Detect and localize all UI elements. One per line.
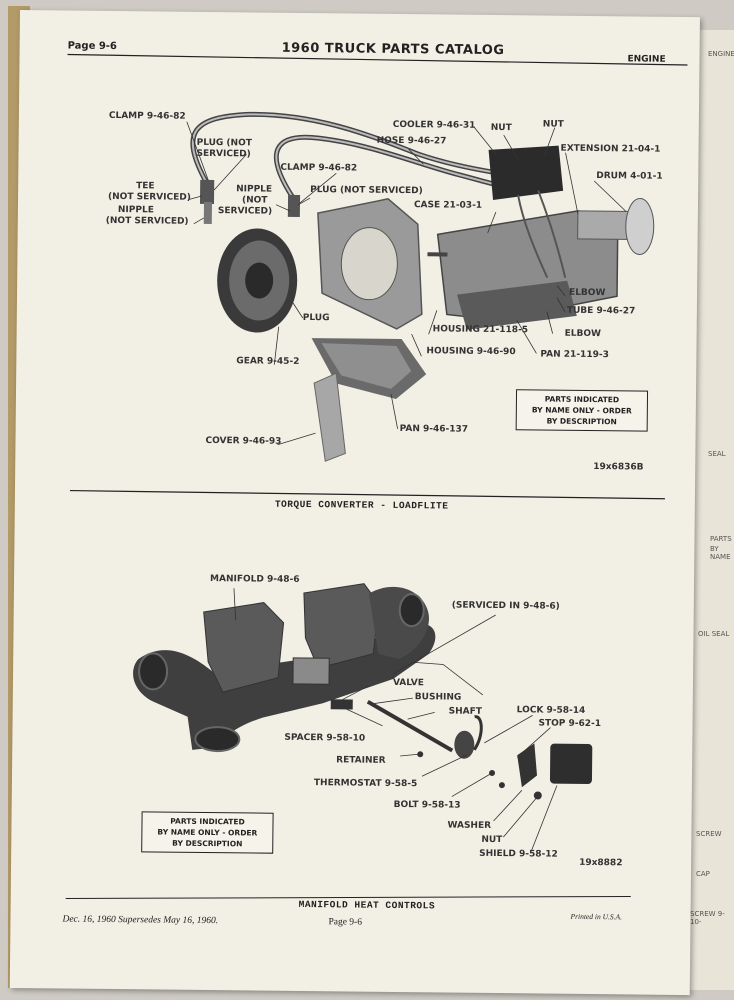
label-plug: PLUG bbox=[302, 312, 330, 324]
next-page-fragment: ENGINE bbox=[708, 50, 734, 58]
note-line: BY DESCRIPTION bbox=[172, 838, 243, 849]
label-housing: HOUSING 21-118-5 bbox=[432, 324, 529, 336]
label-clamp: CLAMP 9-46-82 bbox=[108, 110, 186, 122]
next-page-fragment: SCREW bbox=[696, 830, 722, 838]
figure-caption: MANIFOLD HEAT CONTROLS bbox=[298, 898, 436, 912]
label-plug-not-serviced: SERVICED) bbox=[196, 148, 251, 160]
label-gear: GEAR 9-45-2 bbox=[236, 356, 300, 367]
label-thermostat: THERMOSTAT 9-58-5 bbox=[313, 778, 418, 790]
next-page-fragment: OIL SEAL bbox=[698, 630, 730, 638]
label-extension: EXTENSION 21-04-1 bbox=[560, 143, 661, 155]
label-shaft: SHAFT bbox=[448, 706, 483, 717]
label-nipple: NIPPLE bbox=[236, 184, 273, 195]
label-lock: LOCK 9-58-14 bbox=[516, 705, 586, 716]
footer-date: Dec. 16, 1960 Supersedes May 16, 1960. bbox=[62, 914, 219, 927]
label-tee: (NOT SERVICED) bbox=[107, 191, 191, 203]
figure-number: 19x6836B bbox=[593, 462, 644, 473]
label-valve: VALVE bbox=[392, 677, 424, 689]
label-nut: NUT bbox=[542, 119, 564, 130]
label-shield: SHIELD 9-58-12 bbox=[479, 848, 558, 860]
label-bushing: BUSHING bbox=[414, 692, 462, 703]
label-plug-not-serviced: PLUG (NOT bbox=[196, 137, 252, 149]
label-tee: TEE bbox=[136, 181, 155, 192]
label-clamp: CLAMP 9-46-82 bbox=[280, 162, 358, 174]
label-bolt: BOLT 9-58-13 bbox=[393, 799, 461, 811]
label-pan: PAN 9-46-137 bbox=[399, 423, 469, 435]
label-drum: DRUM 4-01-1 bbox=[596, 171, 663, 182]
note-line: BY NAME ONLY - ORDER bbox=[531, 405, 632, 416]
label-nipple: NIPPLE bbox=[117, 205, 154, 216]
label-pan: PAN 21-119-3 bbox=[540, 349, 609, 361]
parts-note-box: PARTS INDICATED BY NAME ONLY - ORDER BY … bbox=[141, 811, 274, 854]
label-tube: TUBE 9-46-27 bbox=[566, 305, 636, 317]
label-housing: HOUSING 9-46-90 bbox=[426, 346, 516, 358]
label-serviced-in: (SERVICED IN 9-48-6) bbox=[451, 600, 560, 612]
label-cooler: COOLER 9-46-31 bbox=[392, 119, 476, 131]
figure-caption: TORQUE CONVERTER - LOADFLITE bbox=[274, 498, 449, 512]
label-nipple: (NOT SERVICED) bbox=[105, 215, 189, 227]
label-elbow: ELBOW bbox=[569, 287, 606, 299]
label-retainer: RETAINER bbox=[336, 755, 386, 766]
label-hose: HOSE 9-46-27 bbox=[376, 135, 447, 147]
label-cover: COVER 9-46-93 bbox=[205, 435, 282, 447]
label-nipple: SERVICED) bbox=[217, 206, 273, 217]
footer-page: Page 9-6 bbox=[328, 917, 363, 928]
label-elbow: ELBOW bbox=[564, 328, 602, 340]
next-page-fragment: SCREW 9-10- bbox=[690, 910, 725, 926]
next-page-fragment: PARTS bbox=[710, 535, 732, 543]
label-spacer: SPACER 9-58-10 bbox=[284, 732, 366, 744]
catalog-page: Page 9-6 1960 TRUCK PARTS CATALOG ENGINE bbox=[9, 10, 700, 996]
label-manifold: MANIFOLD 9-48-6 bbox=[209, 574, 300, 585]
figure-number: 19x8882 bbox=[579, 857, 623, 869]
next-page-fragment: CAP bbox=[696, 870, 710, 878]
torque-converter-illustration bbox=[65, 53, 688, 900]
label-case: CASE 21-03-1 bbox=[413, 200, 483, 211]
label-plug-not-serviced: PLUG (NOT SERVICED) bbox=[310, 185, 423, 197]
note-line: BY NAME ONLY - ORDER bbox=[157, 827, 258, 838]
footer-printed: Printed in U.S.A. bbox=[570, 911, 623, 922]
next-page-fragment: SEAL bbox=[708, 450, 726, 458]
label-stop: STOP 9-62-1 bbox=[538, 718, 602, 730]
label-nut: NUT bbox=[481, 834, 503, 846]
label-nipple: (NOT bbox=[241, 195, 268, 206]
label-washer: WASHER bbox=[447, 820, 492, 831]
label-nut: NUT bbox=[490, 122, 512, 134]
parts-note-box: PARTS INDICATED BY NAME ONLY - ORDER BY … bbox=[515, 389, 649, 432]
next-page-fragment: BY NAME bbox=[710, 545, 731, 561]
note-line: BY DESCRIPTION bbox=[546, 416, 617, 427]
